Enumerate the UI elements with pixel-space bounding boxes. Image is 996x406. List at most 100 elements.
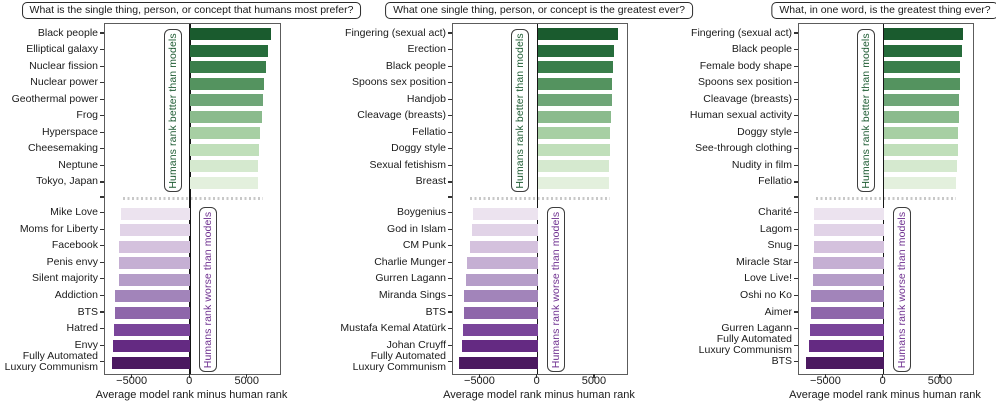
better-than-models-box: Humans rank better than models: [163, 29, 182, 192]
y-tick: [448, 65, 452, 67]
y-tick: [100, 327, 104, 330]
x-tick: [131, 374, 133, 378]
bar-better: [537, 28, 619, 40]
bar-better: [883, 176, 957, 189]
y-tick-label: Miracle Star: [735, 255, 792, 268]
y-tick-label: Fully Automated Luxury Communism: [698, 333, 792, 357]
bar-better: [537, 61, 614, 74]
bar-worse: [810, 323, 884, 336]
bar-better: [190, 94, 263, 107]
y-tick-label: Facebook: [51, 239, 98, 252]
y-tick-label: Love Live!: [744, 272, 792, 285]
bar-better: [537, 176, 609, 189]
y-tick: [448, 294, 452, 297]
x-tick: [478, 374, 481, 378]
y-tick: [794, 164, 798, 166]
bar-worse: [120, 207, 191, 220]
y-tick-label: BTS: [77, 305, 98, 318]
x-tick-label: 0: [533, 375, 540, 387]
y-tick: [100, 148, 104, 150]
bar-better: [537, 160, 610, 173]
y-tick-label: BTS: [771, 355, 792, 368]
x-axis-label: Average model rank minus human rank: [443, 389, 635, 401]
y-tick: [100, 361, 104, 363]
bar-better: [883, 61, 961, 74]
y-tick: [794, 82, 798, 84]
bar-worse: [813, 257, 884, 270]
x-tick-label: 5000: [234, 375, 259, 387]
zero-baseline: [537, 24, 539, 374]
bar-better: [190, 143, 259, 156]
bar-better: [537, 77, 613, 90]
y-tick-label: Addiction: [54, 288, 98, 301]
bar-better: [537, 44, 614, 57]
bar-worse: [459, 356, 538, 369]
y-tick: [100, 196, 104, 198]
bar-worse: [115, 290, 191, 303]
y-tick: [794, 228, 798, 230]
y-tick: [794, 65, 798, 67]
chart-panel-3: What, in one word, is the greatest thing…: [664, 0, 996, 406]
y-tick-label: Fingering (sexual act): [345, 26, 446, 39]
y-tick-label: Doggy style: [737, 125, 792, 138]
y-tick-label: Nudity in film: [731, 158, 792, 171]
bar-worse: [814, 224, 884, 237]
y-tick-label: Erection: [407, 43, 446, 56]
y-tick: [448, 327, 452, 330]
bar-better: [190, 127, 261, 140]
y-tick: [794, 196, 798, 198]
y-tick: [448, 212, 452, 214]
y-tick-label: Cleavage (breasts): [357, 109, 446, 122]
y-tick-label: Breast: [415, 175, 446, 188]
y-tick: [794, 32, 798, 34]
y-tick: [794, 131, 798, 133]
y-tick: [100, 65, 104, 67]
group-separator-line: [470, 196, 610, 200]
x-tick-label: −5000: [810, 375, 841, 387]
y-tick-label: Aimer: [764, 305, 792, 318]
y-tick: [448, 344, 452, 346]
zero-baseline: [883, 24, 885, 374]
y-tick: [448, 181, 452, 183]
y-tick-label: Charité: [758, 206, 792, 219]
better-than-models-label: Humans rank better than models: [514, 32, 527, 189]
y-tick: [794, 245, 798, 247]
chart-title: What one single thing, person, or concep…: [385, 2, 693, 19]
bar-better: [883, 28, 963, 40]
y-tick-label: Cheesemaking: [27, 142, 98, 155]
x-tick-label: 5000: [581, 375, 607, 387]
bar-better: [190, 28, 272, 40]
bar-better: [190, 61, 267, 74]
bar-worse: [811, 307, 884, 319]
y-tick: [794, 115, 798, 117]
y-tick-label: Frog: [76, 109, 98, 122]
worse-than-models-box: Humans rank worse than models: [892, 207, 911, 372]
better-than-models-label: Humans rank better than models: [860, 32, 873, 189]
y-tick-label: Hyperspace: [41, 125, 98, 138]
y-tick: [100, 48, 104, 51]
y-tick-label: CM Punk: [402, 239, 446, 252]
y-tick: [448, 32, 452, 34]
chart-panel-1: What is the single thing, person, or con…: [0, 0, 362, 406]
bar-better: [883, 143, 958, 156]
y-tick: [448, 48, 452, 51]
bar-worse: [813, 240, 884, 253]
y-tick-label: Envy: [74, 338, 98, 351]
y-tick-label: Sexual fetishism: [369, 158, 446, 171]
bar-worse: [464, 290, 538, 303]
y-tick-label: Mustafa Kemal Atatürk: [340, 322, 446, 335]
x-tick-label: 5000: [927, 375, 953, 387]
y-tick: [100, 82, 104, 84]
bar-better: [537, 110, 611, 123]
bar-worse: [463, 307, 538, 319]
bar-better: [537, 127, 611, 140]
y-tick-label: Black people: [385, 59, 446, 72]
bar-better: [883, 127, 959, 140]
y-tick: [794, 294, 798, 297]
y-tick-label: Fully Automated Luxury Communism: [352, 349, 446, 373]
y-tick-label: Doggy style: [391, 142, 446, 155]
x-tick: [824, 374, 827, 378]
y-tick-label: Snug: [767, 239, 792, 252]
bar-worse: [114, 307, 191, 319]
bar-worse: [114, 323, 191, 336]
